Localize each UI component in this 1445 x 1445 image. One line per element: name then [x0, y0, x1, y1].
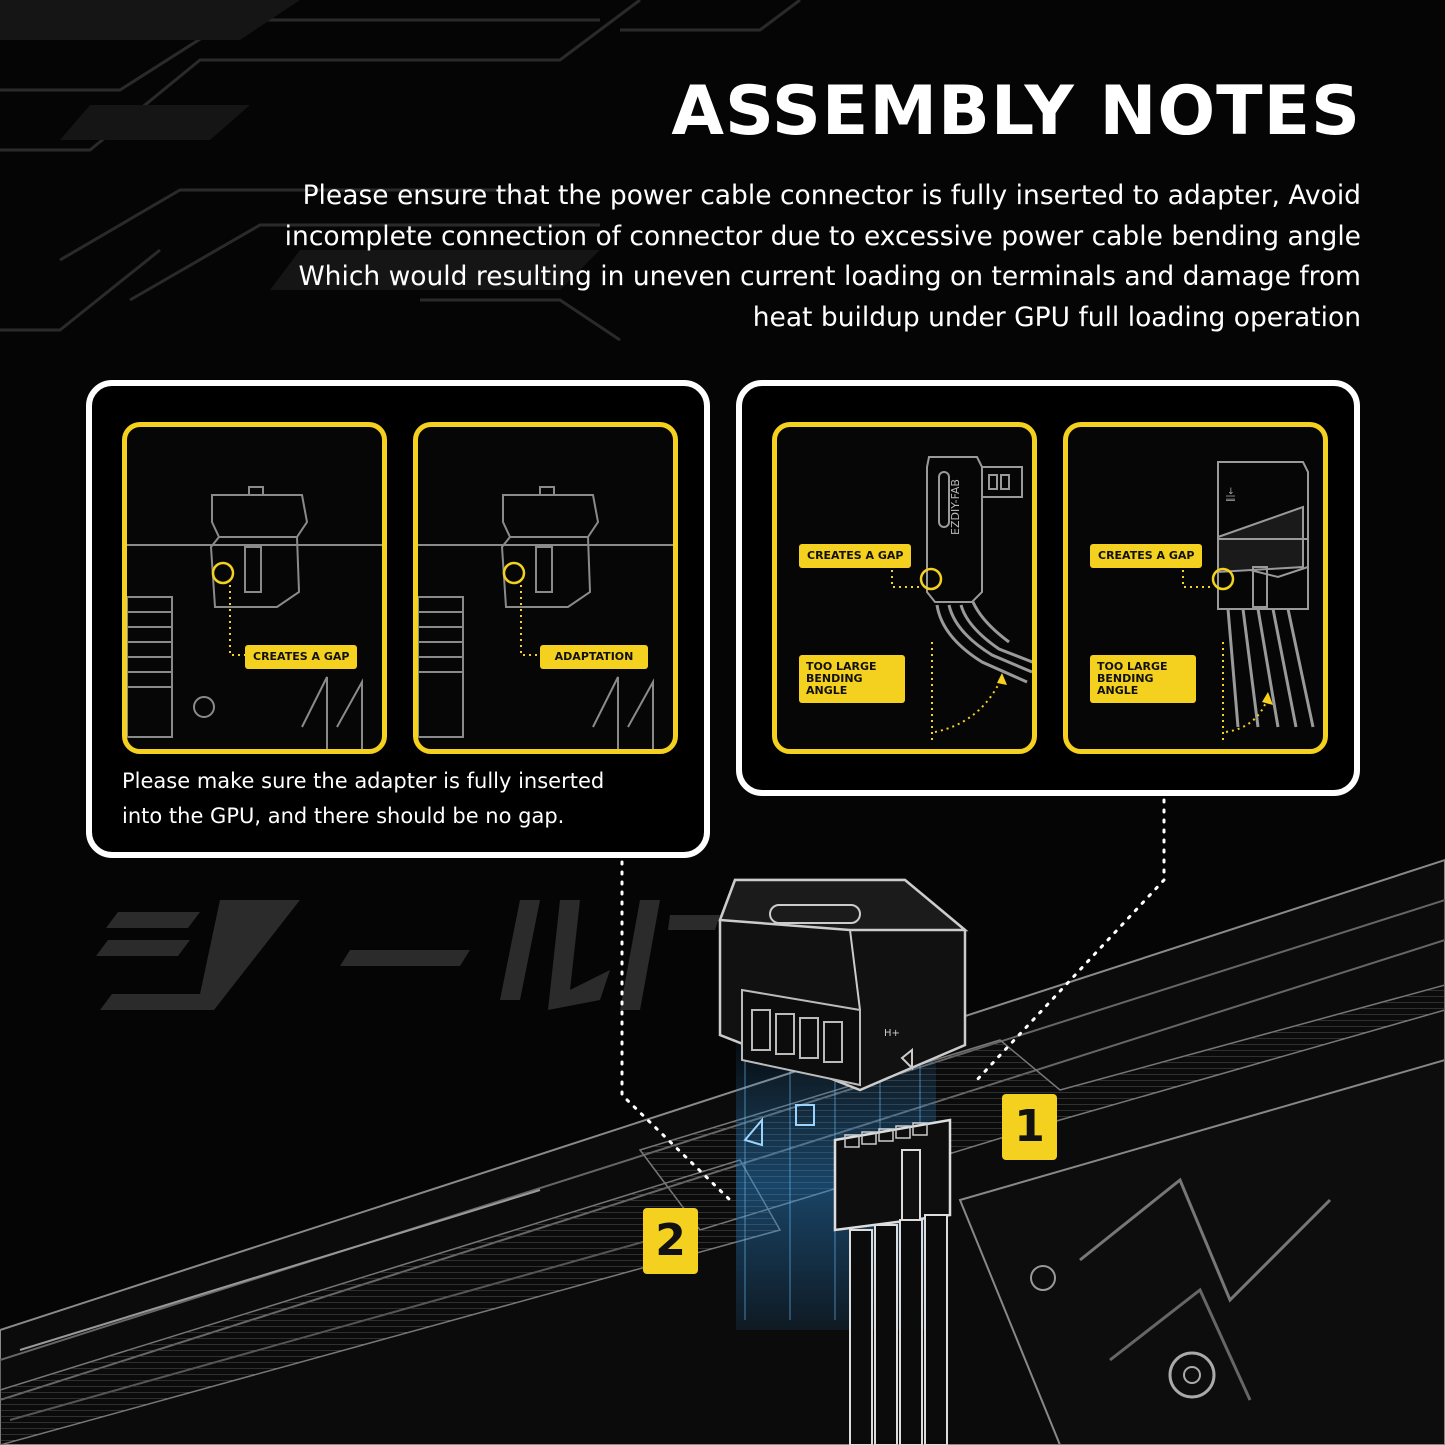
callout-badge-2: 2 [643, 1208, 698, 1274]
tag-adaptation: ADAPTATION [540, 645, 648, 669]
panel-gap-gpu: CREATES A GAP [122, 422, 387, 754]
panel-gap-drawing [127, 486, 382, 749]
callout-line-1 [973, 798, 1166, 1084]
panel-bending-straight: →|‖ CREATES A GAP TOO LARGE BENDING ANGL… [1063, 422, 1328, 754]
panel-bending-gap: EZDIY-FAB CREATES A GAP TOO LARGE BENDIN… [772, 422, 1037, 754]
brand-label: EZDIY-FAB [949, 479, 962, 535]
callout-line-2 [620, 860, 732, 1202]
intro-line-2: incomplete connection of connector due t… [284, 220, 1361, 252]
panel-adaptation: ADAPTATION [413, 422, 678, 754]
panel-adaptation-drawing [418, 486, 673, 749]
left-caption-line-1: Please make sure the adapter is fully in… [122, 769, 605, 793]
svg-text:→|‖: →|‖ [1225, 487, 1235, 502]
cable-connector [833, 1118, 952, 1445]
panel-bending-gap-drawing: EZDIY-FAB [891, 456, 1032, 742]
intro-line-4: heat buildup under GPU full loading oper… [752, 301, 1361, 333]
tag-creates-gap-right-1: CREATES A GAP [799, 544, 912, 568]
intro-text: Please ensure that the power cable conne… [81, 176, 1361, 338]
intro-line-3: Which would resulting in uneven current … [298, 261, 1361, 292]
tag-creates-gap-right-2: CREATES A GAP [1090, 544, 1203, 568]
intro-line-1: Please ensure that the power cable conne… [302, 180, 1361, 211]
tag-bending-angle-1: TOO LARGE BENDING ANGLE [799, 655, 905, 703]
tag-bending-angle-2: TOO LARGE BENDING ANGLE [1090, 655, 1196, 703]
page-title: ASSEMBLY NOTES [671, 72, 1361, 151]
left-caption: Please make sure the adapter is fully in… [122, 764, 604, 834]
svg-text:H+: H+ [884, 1028, 900, 1039]
right-note-card: EZDIY-FAB CREATES A GAP TOO LARGE BENDIN… [736, 380, 1360, 796]
left-caption-line-2: into the GPU, and there should be no gap… [122, 804, 565, 828]
callout-badge-1: 1 [1002, 1094, 1057, 1160]
left-note-card: CREATES A GAP [86, 380, 710, 858]
tag-creates-gap: CREATES A GAP [245, 645, 358, 669]
panel-bending-straight-drawing: →|‖ [1182, 461, 1315, 742]
